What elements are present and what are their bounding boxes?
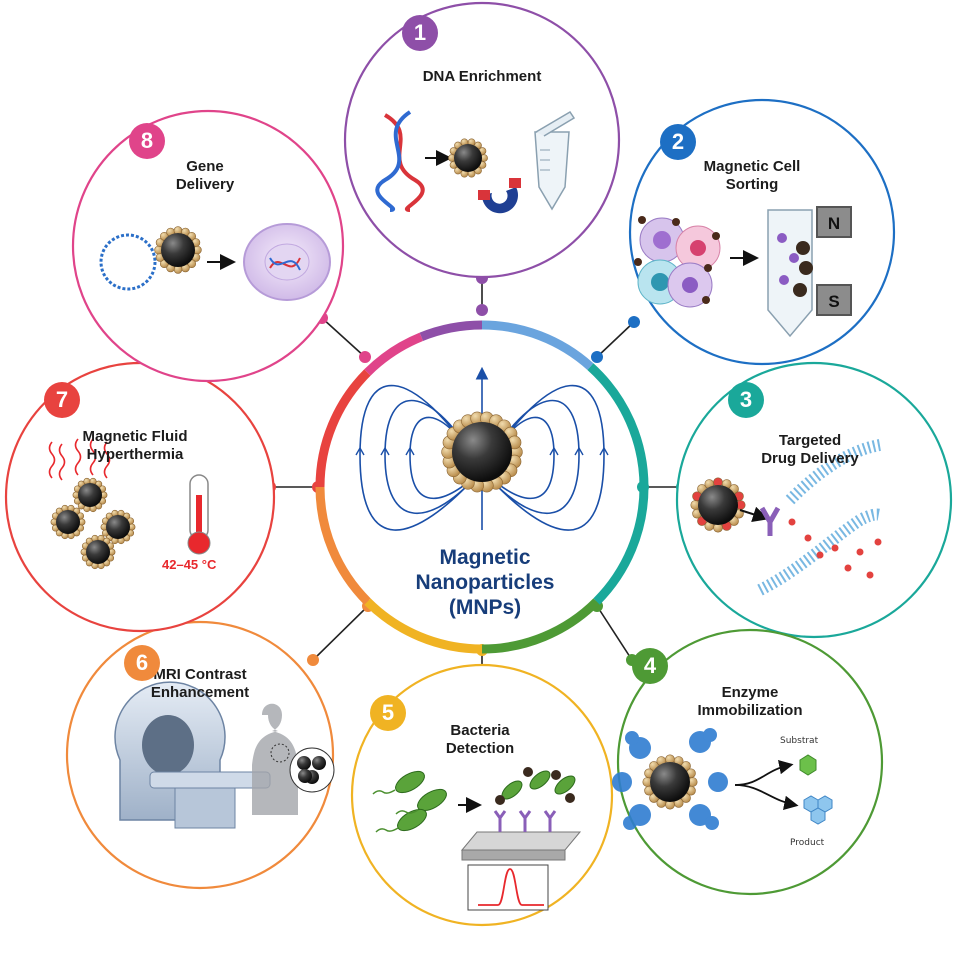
ring-segment	[593, 486, 649, 605]
application-label-line: Gene	[186, 158, 224, 175]
nanoparticle-core	[86, 540, 110, 564]
central-color-ring	[315, 320, 649, 654]
nanoparticle-core	[56, 510, 80, 534]
application-label-line: Magnetic Cell	[703, 158, 801, 175]
magnet-n-label: N	[828, 214, 840, 233]
application-label-line: Delivery	[175, 176, 235, 193]
connector-2	[596, 321, 635, 358]
application-circle-1	[343, 1, 621, 279]
application-label-line: Bacteria	[450, 722, 510, 739]
nanoparticle-icon	[154, 226, 202, 274]
hyperthermia-illustration	[48, 438, 211, 570]
ring-segment	[315, 486, 371, 605]
connector-4	[596, 605, 633, 661]
number-badge-4: 4	[632, 648, 668, 684]
number-badge-6: 6	[124, 645, 160, 681]
nanoparticle-core	[312, 756, 326, 770]
connector-8	[321, 317, 366, 358]
application-label-line: Targeted	[778, 432, 842, 449]
center-title-line-3: (MNPs)	[448, 595, 522, 619]
nanoparticle-icon	[642, 754, 698, 810]
number-badge-8: 8	[129, 123, 165, 159]
connector-dot-2-1	[628, 316, 640, 328]
connector-dot-1-2	[476, 304, 488, 316]
application-label-line: Magnetic Fluid	[82, 428, 188, 445]
application-label-line: Drug Delivery	[761, 450, 859, 467]
ring-segment	[315, 369, 371, 488]
nanoparticles-icon	[50, 477, 136, 570]
mri-nanoparticles-icon	[297, 756, 326, 784]
application-label-line: DNA Enrichment	[422, 68, 542, 85]
nanoparticle-core	[454, 144, 482, 172]
ring-segment	[364, 332, 424, 376]
product-label: Product	[790, 838, 825, 848]
application-label-line: Detection	[445, 740, 515, 757]
nanoparticle-core	[297, 756, 311, 770]
nanoparticle-core	[452, 422, 512, 482]
center-title-line-2: Nanoparticles	[415, 570, 555, 594]
nanoparticle-core	[161, 233, 195, 267]
central-nanoparticle	[441, 411, 523, 493]
connector-6	[312, 605, 369, 661]
nanoparticle-core	[78, 483, 102, 507]
number-badge-5: 5	[370, 695, 406, 731]
number-badge-7: 7	[44, 382, 80, 418]
center-title: Magnetic Nanoparticles (MNPs)	[385, 546, 585, 620]
application-circle-4	[616, 628, 884, 896]
connector-dot-8-2	[359, 351, 371, 363]
application-label-line: Enzyme	[721, 684, 779, 701]
ring-segment	[481, 320, 594, 370]
application-circle-8	[71, 109, 345, 383]
magnetic-field-lines	[355, 366, 609, 531]
nanoparticle-core	[106, 515, 130, 539]
application-label-line: Hyperthermia	[86, 446, 184, 463]
bacteria-detection-illustration	[372, 767, 582, 911]
dna-enrichment-illustration	[375, 110, 576, 214]
application-label-line: MRI Contrast	[153, 666, 247, 683]
number-badge-3: 3	[728, 382, 764, 418]
connector-dot-2-2	[591, 351, 603, 363]
application-label-line: Immobilization	[697, 702, 803, 719]
ring-segment	[419, 320, 483, 341]
number-badge-1: 1	[402, 15, 438, 51]
ring-segment	[587, 363, 649, 488]
nanoparticle-core	[298, 769, 312, 783]
drug-delivery-illustration	[690, 439, 884, 596]
nanoparticle-core	[698, 485, 738, 525]
substrate-label: Substrat	[780, 736, 819, 746]
number-badge-2: 2	[660, 124, 696, 160]
ring-segment	[364, 598, 483, 654]
nanoparticle-icon	[448, 138, 488, 178]
application-label-line: Sorting	[725, 176, 779, 193]
nanoparticle-core	[650, 762, 690, 802]
temperature-label: 42–45 °C	[162, 557, 217, 572]
drug-loaded-nanoparticle-icon	[690, 477, 746, 533]
cell-sorting-illustration: N S	[634, 206, 852, 338]
gene-delivery-illustration	[99, 223, 331, 301]
ring-segment	[481, 598, 600, 654]
application-label-line: Enhancement	[150, 684, 250, 701]
magnet-s-label: S	[828, 292, 839, 311]
connector-dot-6-1	[307, 654, 319, 666]
center-title-line-1: Magnetic	[439, 546, 531, 569]
application-circle-3	[675, 361, 953, 639]
application-label-1: DNA Enrichment	[382, 68, 582, 86]
enzyme-immobilization-illustration: Substrat Product	[612, 728, 833, 848]
